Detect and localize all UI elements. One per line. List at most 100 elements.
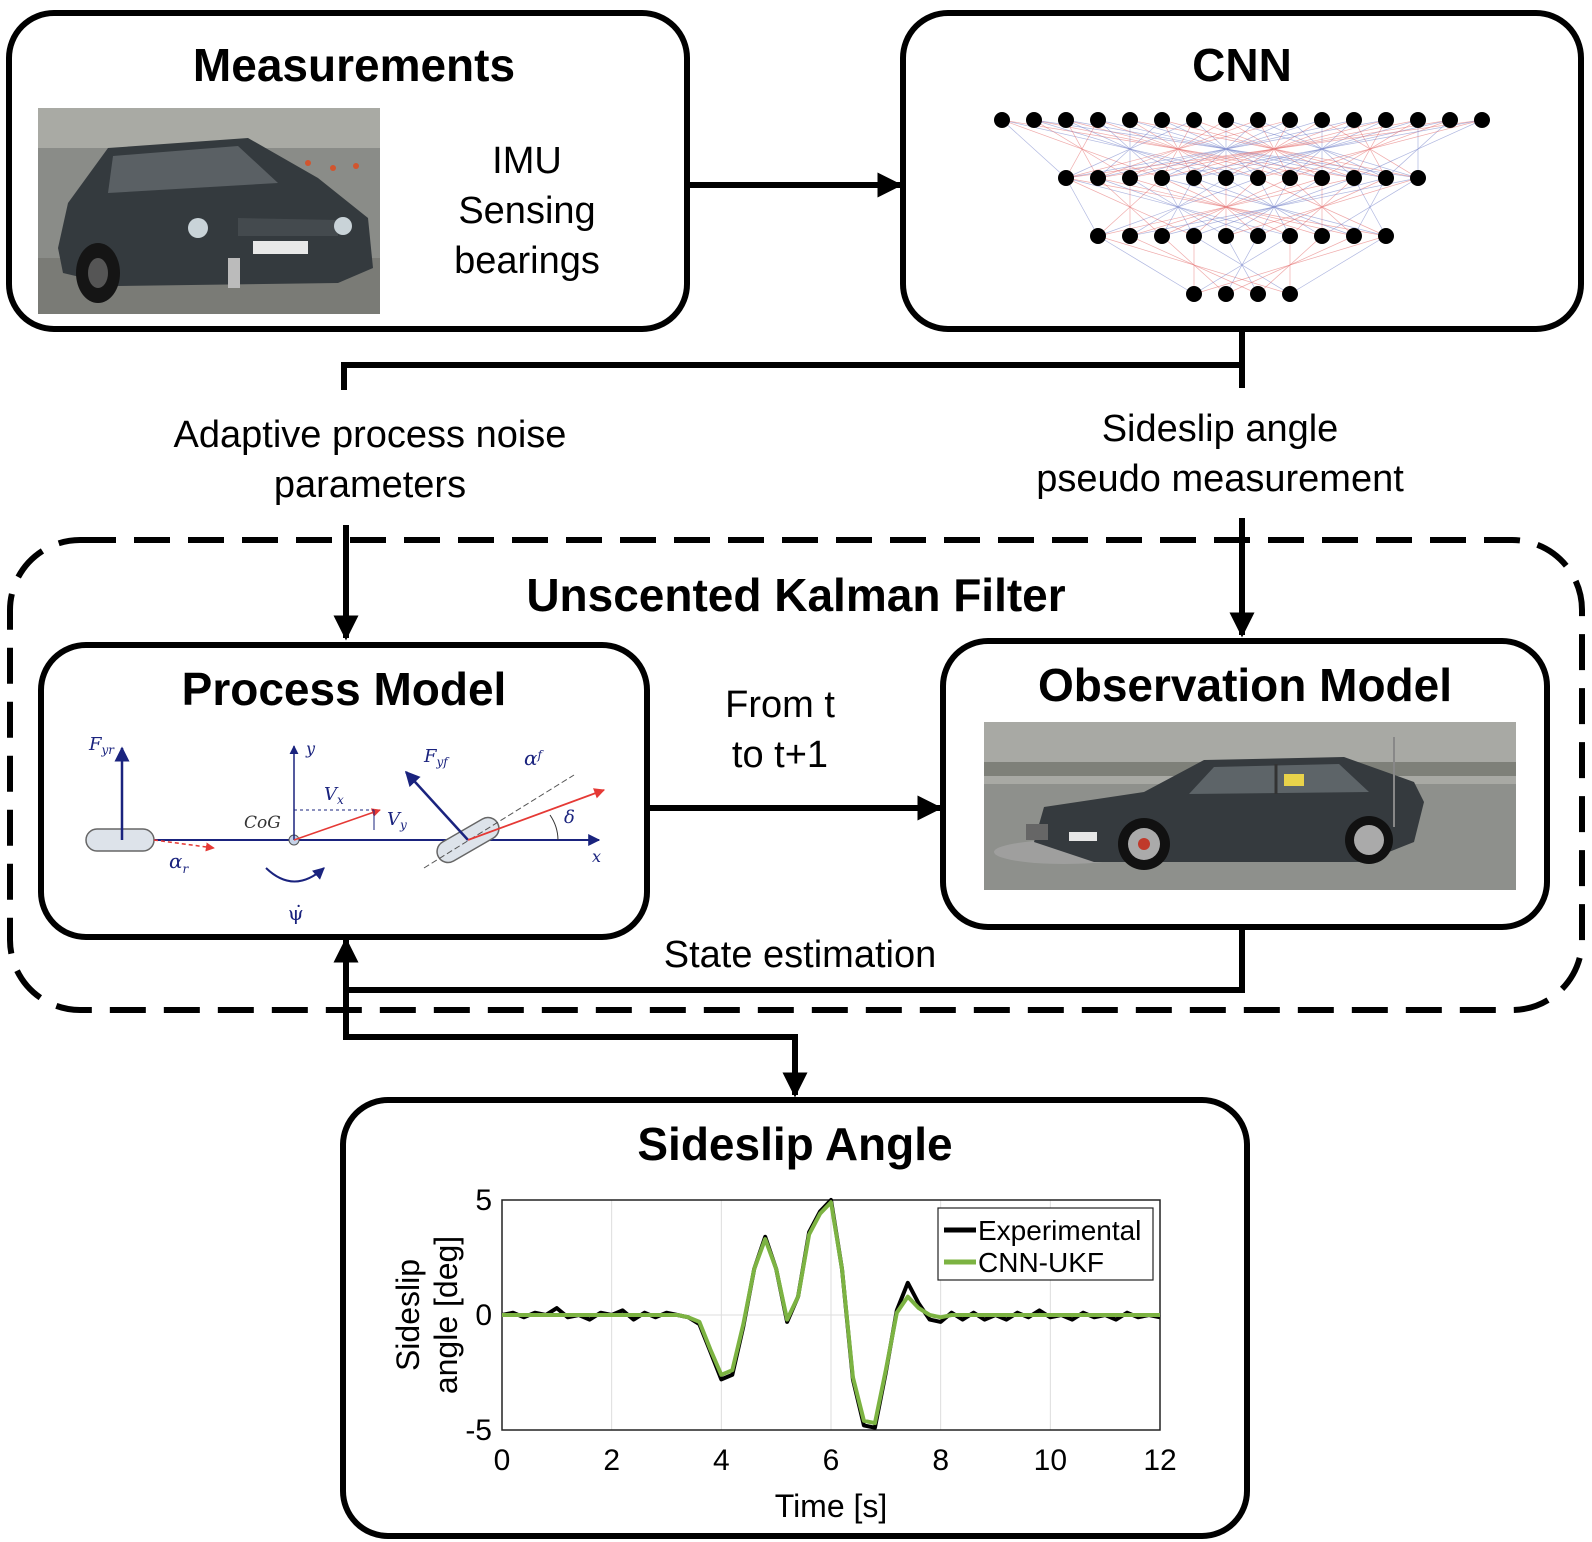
cnn-connection [1065,119,1291,179]
fyf-label: Fyf [423,746,450,769]
measurements-title: Measurements [192,39,516,91]
ukf-title: Unscented Kalman Filter [526,569,1066,621]
cnn-neuron [1058,170,1074,186]
cnn-neuron [1346,170,1362,186]
sideslip-pseudo-label-2: pseudo measurement [1036,458,1404,500]
cnn-connection [1193,235,1291,295]
cnn-neuron [1154,228,1170,244]
cnn-neuron [1090,170,1106,186]
cnn-neuron [1058,112,1074,128]
cnn-connection [1097,177,1163,237]
adaptive-noise-label-2: parameters [273,464,467,506]
cnn-neuron [1410,112,1426,128]
cnn-neuron [1346,228,1362,244]
cnn-neuron [1186,228,1202,244]
cnn-connection [1065,119,1195,179]
cnn-neuron [1378,112,1394,128]
cnn-connection [1225,177,1419,237]
cnn-connection [1129,177,1419,237]
cnn-neuron [1410,170,1426,186]
cnn-neuron [1218,112,1234,128]
alpha-f-label: αf [524,746,545,770]
cnn-connection [1065,119,1099,179]
vehicle-model-diagram: Fyr αr y CoG Vx Vy ψ̇ Fyf αf δ x [85,734,606,925]
cnn-neuron [1122,112,1138,128]
cnn-neuron [1346,112,1362,128]
cnn-neuron [1154,112,1170,128]
measurements-box: Measurements IMU Sensing bearings [6,10,690,332]
cnn-neuron [1186,170,1202,186]
observation-model-box: Observation Model [940,638,1550,930]
car-photo-observation [984,722,1516,890]
cnn-neuron [1090,228,1106,244]
cnn-neuron [1282,286,1298,302]
adaptive-noise-label-1: Adaptive process noise [173,414,567,456]
measurements-line-1: IMU [492,140,562,182]
vx-label: Vx [324,784,344,807]
cnn-neuron [1218,228,1234,244]
cnn-connection [1097,177,1355,237]
cnn-neuron [1282,228,1298,244]
cnn-connection [1193,235,1387,295]
cnn-neuron [1122,228,1138,244]
cnn-connection [1097,235,1195,295]
cnn-neuron [1090,112,1106,128]
cnn-neuron [994,112,1010,128]
cnn-connection [1321,177,1419,237]
ukf-dashed-border [7,537,1585,1013]
cnn-neuron [1186,286,1202,302]
cnn-neuron [1314,228,1330,244]
cnn-neuron [1442,112,1458,128]
sideslip-box: Sideslip Angle [340,1097,1250,1539]
cnn-connection [1097,177,1259,237]
cnn-connection [1161,119,1483,179]
yaw-rate-label: ψ̇ [288,901,304,925]
rear-wheel [85,828,155,852]
line-state-estimation [346,925,1245,993]
cog-label: CoG [244,813,281,833]
cnn-neuron [1378,228,1394,244]
cnn-title: CNN [1192,39,1292,91]
alpha-r-label: αr [169,849,190,876]
state-estimation-label: State estimation [663,934,937,976]
cnn-connection [1257,119,1483,179]
cnn-connection [1065,119,1483,179]
cnn-connection [1353,119,1483,179]
cnn-connection [1289,235,1387,295]
measurements-line-3: bearings [454,240,600,282]
from-t-label-1: From t [725,684,835,726]
observation-model-title: Observation Model [1037,659,1453,711]
cnn-connection [1065,177,1099,237]
cnn-neuron [1218,286,1234,302]
cnn-neuron [1250,228,1266,244]
delta-label: δ [564,807,575,828]
car-photo-measurements [38,108,380,314]
sideslip-title: Sideslip Angle [637,1118,953,1170]
measurements-line-2: Sensing [458,190,596,232]
fyr-label: Fyr [88,734,115,757]
cnn-neuron [1282,170,1298,186]
cnn-neuron [1378,170,1394,186]
cnn-neuron [1314,112,1330,128]
cnn-connection [1065,119,1387,179]
cnn-neuron [1250,286,1266,302]
cnn-connection [1001,119,1067,179]
line-split-horizontal [341,362,1245,390]
vy-label: Vy [387,809,407,832]
cnn-network-graphic [994,112,1490,302]
cnn-neuron [1474,112,1490,128]
y-axis-label: y [305,739,316,758]
from-t-label-2: to t+1 [731,734,829,776]
process-model-title: Process Model [181,663,507,715]
cnn-neuron [1154,170,1170,186]
cnn-neuron [1218,170,1234,186]
cnn-neuron [1026,112,1042,128]
arrow-to-sideslip [343,1030,808,1098]
cnn-box: CNN [900,10,1584,332]
x-axis-label: x [592,847,601,866]
cnn-neuron [1250,112,1266,128]
process-model-box: Process Model Fyr αr y CoG Vx Vy ψ̇ Fyf … [38,642,650,940]
cnn-neuron [1250,170,1266,186]
cnn-neuron [1186,112,1202,128]
